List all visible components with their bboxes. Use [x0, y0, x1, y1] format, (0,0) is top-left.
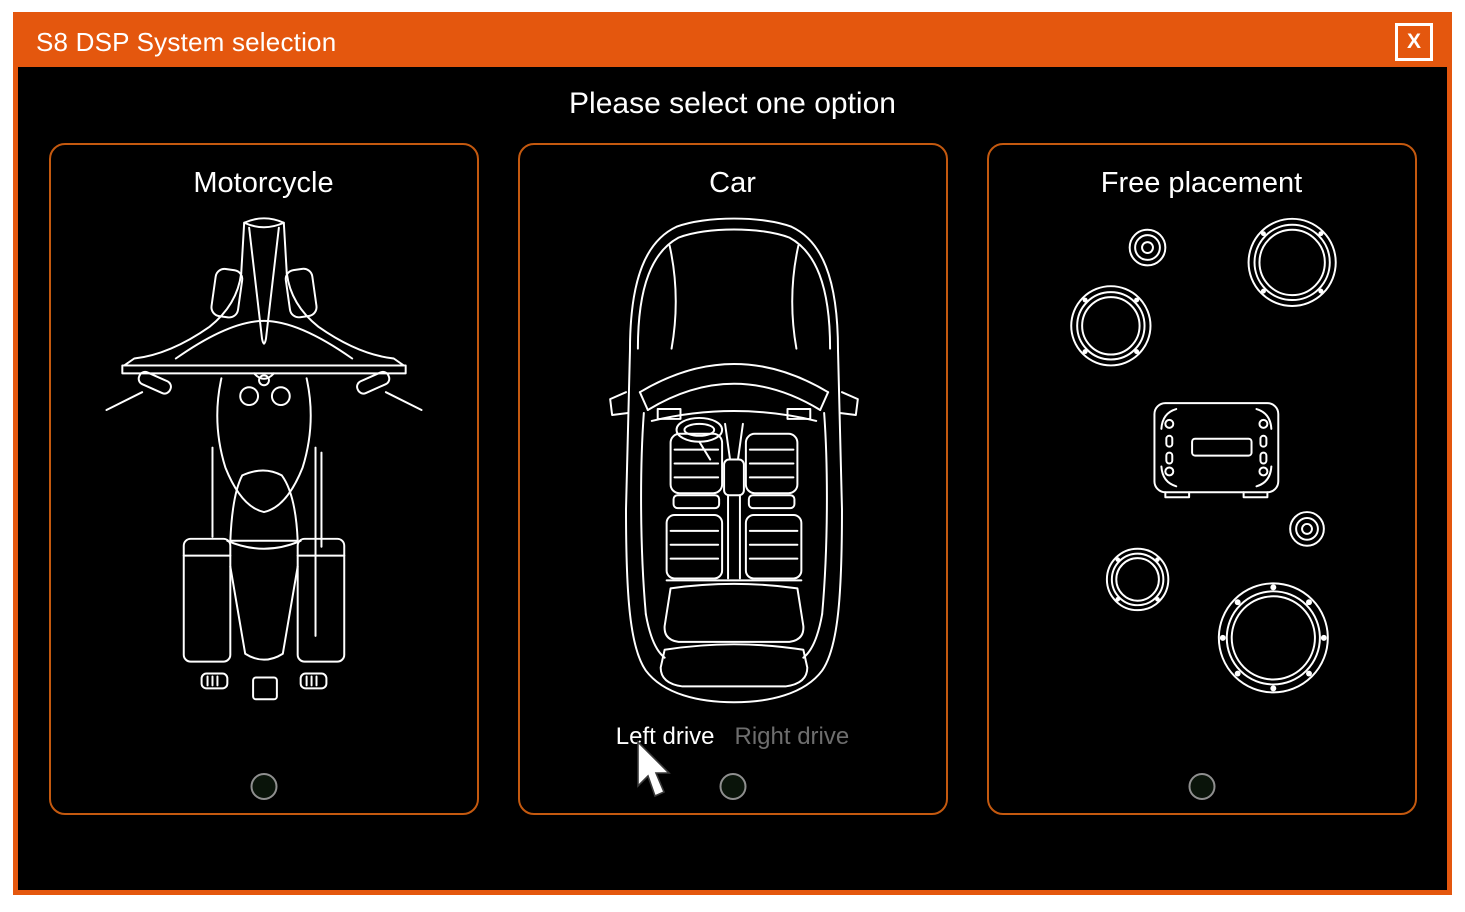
drive-option-left[interactable]: Left drive: [615, 723, 715, 750]
dialog-window: S8 DSP System selection X Please select …: [13, 12, 1452, 895]
option-card-motorcycle[interactable]: Motorcycle: [48, 143, 479, 815]
card-title-free-placement: Free placement: [1100, 167, 1303, 199]
card-title-motorcycle: Motorcycle: [193, 167, 334, 199]
drive-option-right[interactable]: Right drive: [734, 723, 850, 750]
title-bar[interactable]: S8 DSP System selection X: [18, 17, 1447, 67]
option-card-car[interactable]: Car: [517, 143, 948, 815]
prompt-text: Please select one option: [569, 87, 896, 120]
close-button[interactable]: X: [1395, 23, 1433, 61]
close-icon: X: [1406, 30, 1421, 53]
motorcycle-illustration: [51, 209, 477, 721]
options-row: Motorcycle: [18, 143, 1447, 815]
car-top-view-illustration: [520, 209, 946, 721]
free-placement-illustration: [989, 209, 1415, 721]
window-title: S8 DSP System selection: [36, 26, 337, 57]
option-card-free-placement[interactable]: Free placement: [986, 143, 1417, 815]
card-title-car: Car: [709, 167, 756, 199]
radio-car[interactable]: [719, 773, 746, 800]
radio-motorcycle[interactable]: [250, 773, 277, 800]
drive-options: Left drive Right drive: [520, 723, 946, 751]
radio-free-placement[interactable]: [1188, 773, 1215, 800]
